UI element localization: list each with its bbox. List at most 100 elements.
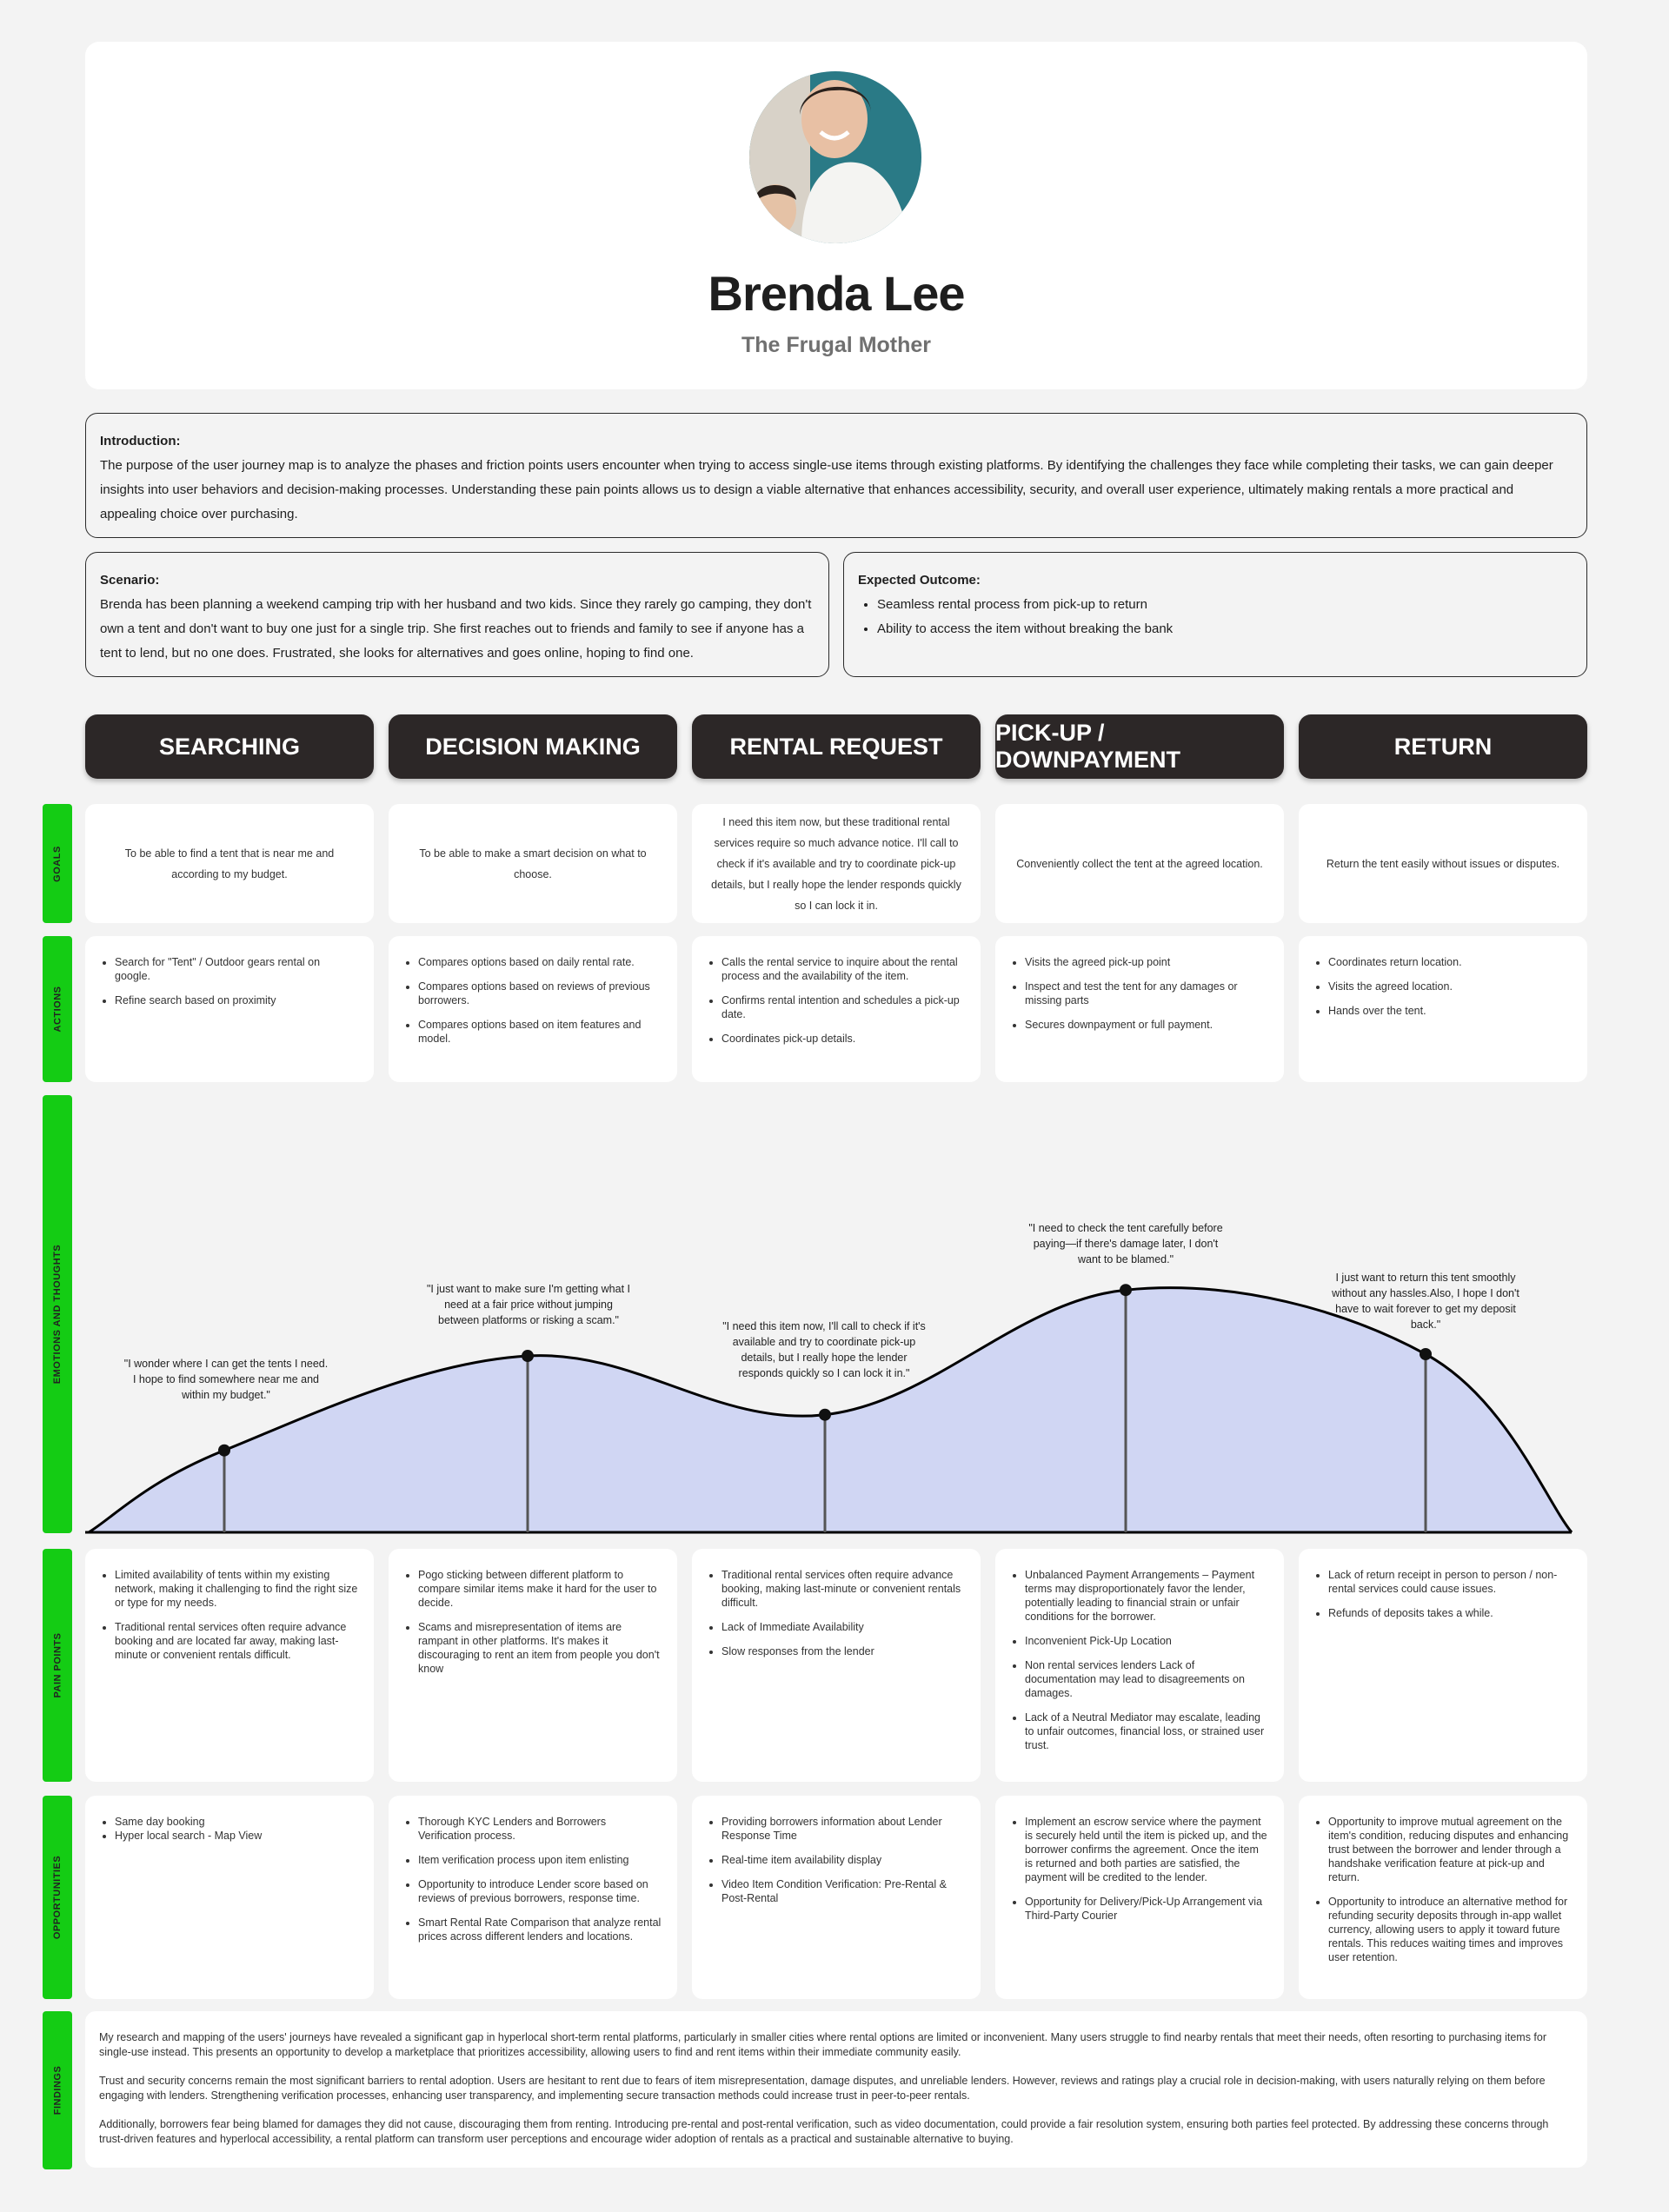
- action-item: Search for "Tent" / Outdoor gears rental…: [115, 955, 358, 983]
- phase-decision-making: DECISION MAKING: [389, 714, 677, 779]
- pain-point-item: Traditional rental services often requir…: [115, 1620, 358, 1662]
- emotion-quote: "I just want to make sure I'm getting wh…: [426, 1283, 630, 1326]
- emotion-line: [88, 1286, 1573, 1534]
- phase-pickup-downpayment: PICK-UP / DOWNPAYMENT: [995, 714, 1284, 779]
- actions-cell: Search for "Tent" / Outdoor gears rental…: [85, 936, 374, 1082]
- action-item: Compares options based on daily rental r…: [418, 955, 662, 969]
- emotion-point: [1420, 1348, 1432, 1360]
- emotion-point: [1120, 1284, 1132, 1297]
- pain-points-cell: Limited availability of tents within my …: [85, 1549, 374, 1782]
- action-item: Calls the rental service to inquire abou…: [721, 955, 965, 983]
- outcome-item: Ability to access the item without break…: [877, 617, 1573, 641]
- action-item: Visits the agreed pick-up point: [1025, 955, 1268, 969]
- action-item: Coordinates return location.: [1328, 955, 1572, 969]
- emotion-point: [819, 1408, 831, 1421]
- pain-point-item: Lack of a Neutral Mediator may escalate,…: [1025, 1710, 1268, 1752]
- action-item: Refine search based on proximity: [115, 993, 358, 1007]
- introduction-title: Introduction:: [100, 434, 181, 448]
- opportunity-item: Providing borrowers information about Le…: [721, 1815, 965, 1843]
- action-item: Coordinates pick-up details.: [721, 1032, 965, 1046]
- action-item: Secures downpayment or full payment.: [1025, 1018, 1268, 1032]
- emotion-quote: I just want to return this tent smoothly…: [1332, 1272, 1519, 1331]
- findings-card: My research and mapping of the users' jo…: [85, 2011, 1587, 2168]
- scenario-text: Brenda has been planning a weekend campi…: [100, 597, 812, 661]
- emotion-point: [522, 1350, 534, 1363]
- opportunity-item: Real-time item availability display: [721, 1853, 965, 1867]
- emotion-quote: "I need this item now, I'll call to chec…: [722, 1320, 926, 1379]
- persona-role: The Frugal Mother: [741, 333, 932, 357]
- opportunity-item: Implement an escrow service where the pa…: [1025, 1815, 1268, 1884]
- actions-cell: Coordinates return location. Visits the a…: [1299, 936, 1587, 1082]
- goal-cell: Return the tent easily without issues or…: [1299, 804, 1587, 923]
- opportunity-item: Video Item Condition Verification: Pre-R…: [721, 1877, 965, 1905]
- persona-name: Brenda Lee: [708, 266, 966, 321]
- action-item: Inspect and test the tent for any damage…: [1025, 980, 1268, 1007]
- emotion-quote: "I wonder where I can get the tents I ne…: [123, 1358, 329, 1401]
- row-label-opportunities: OPPORTUNITIES: [43, 1796, 72, 1999]
- pain-points-cell: Pogo sticking between different platform…: [389, 1549, 677, 1782]
- actions-cell: Visits the agreed pick-up pointInspect a…: [995, 936, 1284, 1082]
- opportunities-cell: Opportunity to improve mutual agreement …: [1299, 1796, 1587, 1999]
- opportunity-item: Opportunity to introduce an alternative …: [1328, 1895, 1572, 1964]
- expected-outcome-box: Expected Outcome: Seamless rental proces…: [843, 552, 1587, 677]
- pain-point-item: Inconvenient Pick-Up Location: [1025, 1634, 1268, 1648]
- row-label-actions: ACTIONS: [43, 936, 72, 1082]
- findings-paragraph: Trust and security concerns remain the m…: [99, 2075, 1546, 2102]
- pain-point-item: Lack of return receipt in person to pers…: [1328, 1568, 1572, 1596]
- opportunities-cell: Providing borrowers information about Le…: [692, 1796, 981, 1999]
- expected-outcome-title: Expected Outcome:: [858, 573, 981, 588]
- goal-cell: I need this item now, but these traditio…: [692, 804, 981, 923]
- persona-avatar: [749, 71, 921, 243]
- pain-point-item: Scams and misrepresentation of items are…: [418, 1620, 662, 1676]
- scenario-title: Scenario:: [100, 573, 160, 588]
- introduction-text: The purpose of the user journey map is t…: [100, 458, 1553, 521]
- phase-return: RETURN: [1299, 714, 1587, 779]
- introduction-box: Introduction: The purpose of the user jo…: [85, 413, 1587, 538]
- action-item: Hands over the tent.: [1328, 1004, 1572, 1018]
- opportunity-item: Same day booking: [115, 1815, 358, 1829]
- pain-point-item: Pogo sticking between different platform…: [418, 1568, 662, 1610]
- phase-searching: SEARCHING: [85, 714, 374, 779]
- pain-point-item: Refunds of deposits takes a while.: [1328, 1606, 1572, 1620]
- actions-cell: Calls the rental service to inquire abou…: [692, 936, 981, 1082]
- opportunities-cell: Same day bookingHyper local search - Map…: [85, 1796, 374, 1999]
- row-label-goals: GOALS: [43, 804, 72, 923]
- actions-cell: Compares options based on daily rental r…: [389, 936, 677, 1082]
- opportunity-item: Thorough KYC Lenders and Borrowers Verif…: [418, 1815, 662, 1843]
- emotion-curve-chart: [85, 1284, 1573, 1534]
- pain-points-cell: Traditional rental services often requir…: [692, 1549, 981, 1782]
- opportunity-item: Item verification process upon item enli…: [418, 1853, 662, 1867]
- outcome-item: Seamless rental process from pick-up to …: [877, 593, 1573, 617]
- pain-point-item: Non rental services lenders Lack of docu…: [1025, 1658, 1268, 1700]
- action-item: Compares options based on reviews of pre…: [418, 980, 662, 1007]
- row-label-pain-points: PAIN POINTS: [43, 1549, 72, 1782]
- emotion-point: [218, 1444, 230, 1457]
- pain-point-item: Limited availability of tents within my …: [115, 1568, 358, 1610]
- action-item: Confirms rental intention and schedules …: [721, 993, 965, 1021]
- goal-cell: To be able to find a tent that is near m…: [85, 804, 374, 923]
- opportunity-item: Opportunity for Delivery/Pick-Up Arrange…: [1025, 1895, 1268, 1923]
- findings-paragraph: Additionally, borrowers fear being blame…: [99, 2118, 1549, 2145]
- pain-point-item: Lack of Immediate Availability: [721, 1620, 965, 1634]
- row-label-findings: FINDINGS: [43, 2011, 72, 2169]
- emotion-area: [89, 1287, 1572, 1532]
- opportunity-item: Hyper local search - Map View: [115, 1829, 358, 1843]
- action-item: Visits the agreed location.: [1328, 980, 1572, 993]
- goal-cell: Conveniently collect the tent at the agr…: [995, 804, 1284, 923]
- action-item: Compares options based on item features …: [418, 1018, 662, 1046]
- row-label-emotions: EMOTIONS AND THOUGHTS: [43, 1095, 72, 1533]
- opportunity-item: Smart Rental Rate Comparison that analyz…: [418, 1916, 662, 1943]
- scenario-box: Scenario: Brenda has been planning a wee…: [85, 552, 829, 677]
- emotion-quote: "I need to check the tent carefully befo…: [1028, 1222, 1223, 1265]
- pain-point-item: Traditional rental services often requir…: [721, 1568, 965, 1610]
- opportunity-item: Opportunity to improve mutual agreement …: [1328, 1815, 1572, 1884]
- phase-rental-request: RENTAL REQUEST: [692, 714, 981, 779]
- pain-points-cell: Lack of return receipt in person to pers…: [1299, 1549, 1587, 1782]
- findings-paragraph: My research and mapping of the users' jo…: [99, 2031, 1547, 2058]
- pain-point-item: Unbalanced Payment Arrangements – Paymen…: [1025, 1568, 1268, 1624]
- opportunities-cell: Thorough KYC Lenders and Borrowers Verif…: [389, 1796, 677, 1999]
- pain-points-cell: Unbalanced Payment Arrangements – Paymen…: [995, 1549, 1284, 1782]
- opportunities-cell: Implement an escrow service where the pa…: [995, 1796, 1284, 1999]
- goal-cell: To be able to make a smart decision on w…: [389, 804, 677, 923]
- opportunity-item: Opportunity to introduce Lender score ba…: [418, 1877, 662, 1905]
